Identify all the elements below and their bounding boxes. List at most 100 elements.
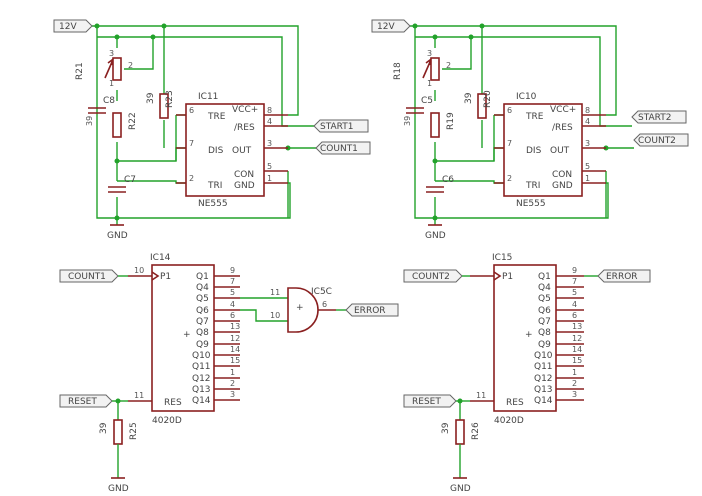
label-r18: R18 bbox=[393, 62, 403, 80]
ic15-out-q14: Q14 bbox=[534, 396, 553, 406]
ic15-center-mark: + bbox=[525, 330, 533, 340]
resistor-r19 bbox=[430, 112, 440, 138]
ic14-outputs: Q1 Q4 Q5 Q6 Q7 Q8 Q9 Q10 Q11 Q12 Q13 Q14 bbox=[192, 272, 211, 406]
counter-ic15 bbox=[493, 264, 557, 412]
gate-center-mark: + bbox=[296, 303, 304, 313]
ic15-out-q4: Q4 bbox=[538, 283, 551, 293]
pin-con: CON bbox=[234, 170, 254, 180]
pin-num-3: 3 bbox=[267, 139, 272, 148]
label-ic14: IC14 bbox=[150, 253, 171, 263]
ic15-pin-p1: P1 bbox=[502, 272, 513, 282]
pin-tri: TRI bbox=[207, 181, 222, 191]
pin2-num-4: 4 bbox=[585, 117, 590, 126]
ic14-pin-p1: P1 bbox=[160, 272, 171, 282]
ic14-num-4: 4 bbox=[230, 300, 235, 309]
pin-gnd-2: GND bbox=[552, 181, 573, 191]
timer-circuit-2: 12V R18 3 2 1 C5 39 R19 R20 39 C6 GND IC… bbox=[371, 19, 689, 241]
gnd-label-1: GND bbox=[107, 231, 128, 241]
ic15-num-2: 2 bbox=[572, 379, 577, 388]
ic14-num-14: 14 bbox=[230, 345, 240, 354]
label-ic10: IC10 bbox=[516, 92, 537, 102]
ic15-out-q11: Q11 bbox=[534, 362, 553, 372]
label-ne555-1: NE555 bbox=[198, 199, 228, 209]
resistor-r25 bbox=[113, 419, 123, 445]
start2-tag bbox=[631, 110, 687, 124]
value-r25: 39 bbox=[99, 422, 109, 434]
start1-label: START1 bbox=[320, 122, 354, 132]
pin-num-4: 4 bbox=[267, 117, 272, 126]
label-c6: C6 bbox=[442, 175, 454, 185]
error-label-1: ERROR bbox=[354, 306, 386, 316]
reset-tag-1 bbox=[59, 394, 113, 408]
pin-num-5: 5 bbox=[267, 162, 272, 171]
supply-12v-tag-2 bbox=[371, 19, 411, 33]
error-tag-1 bbox=[345, 303, 399, 317]
ic14-out-q12: Q12 bbox=[192, 374, 211, 384]
ic15-num-13: 13 bbox=[572, 322, 582, 331]
pot2-pin-1: 1 bbox=[427, 79, 432, 88]
ic14-out-q7: Q7 bbox=[196, 317, 209, 327]
label-ic11: IC11 bbox=[198, 92, 218, 102]
counter-circuit-1: COUNT1 10 P1 RES IC14 4020D + Q1 Q4 Q5 Q… bbox=[59, 253, 399, 494]
ic15-num-15: 15 bbox=[572, 356, 582, 365]
pin-num-8: 8 bbox=[267, 106, 272, 115]
start1-tag bbox=[313, 119, 369, 133]
label-ic5c: IC5C bbox=[311, 287, 332, 297]
gate-pin-10: 10 bbox=[270, 311, 280, 320]
potentiometer-r18 bbox=[430, 57, 440, 81]
ic14-out-q1: Q1 bbox=[196, 272, 209, 282]
ic14-num-15: 15 bbox=[230, 356, 240, 365]
pot-pin-2: 2 bbox=[128, 61, 133, 70]
counter-circuit-2: COUNT2 P1 RES IC15 4020D + Q1 Q4 Q5 Q6 Q… bbox=[403, 253, 651, 494]
ic14-num-6: 6 bbox=[230, 311, 235, 320]
label-r25: R25 bbox=[129, 422, 139, 440]
count1-input-label: COUNT1 bbox=[68, 272, 106, 282]
ic15-num-5: 5 bbox=[572, 288, 577, 297]
pin-dis: DIS bbox=[208, 146, 224, 156]
timer-circuit-1: 12V R21 3 2 1 C8 39 R22 R23 39 C7 GND IC… bbox=[53, 19, 371, 241]
label-r22: R22 bbox=[128, 112, 138, 130]
value-r26: 39 bbox=[441, 422, 451, 434]
ic15-num-3: 3 bbox=[572, 390, 577, 399]
ic14-out-q13: Q13 bbox=[192, 385, 211, 395]
pin-num-2: 2 bbox=[189, 174, 194, 183]
pin-out-2: OUT bbox=[550, 146, 570, 156]
count2-label: COUNT2 bbox=[638, 136, 676, 146]
gnd-label-2: GND bbox=[425, 231, 446, 241]
pin-tre: TRE bbox=[207, 112, 226, 122]
ic15-out-q1: Q1 bbox=[538, 272, 551, 282]
pin2-num-3: 3 bbox=[585, 139, 590, 148]
ic15-outputs: Q1 Q4 Q5 Q6 Q7 Q8 Q9 Q10 Q11 Q12 Q13 Q14 bbox=[534, 272, 553, 406]
ic14-out-q5: Q5 bbox=[196, 294, 209, 304]
pin-con-2: CON bbox=[552, 170, 572, 180]
ic15-num-12: 12 bbox=[572, 334, 582, 343]
pot2-pin-2: 2 bbox=[446, 61, 451, 70]
ic15-out-q13: Q13 bbox=[534, 385, 553, 395]
label-r23: R23 bbox=[165, 90, 175, 108]
ic14-num-7: 7 bbox=[230, 277, 235, 286]
gnd-label-4: GND bbox=[450, 484, 471, 494]
and-gate-ic5c bbox=[287, 287, 319, 333]
ic14-pin-num-10: 10 bbox=[134, 266, 144, 275]
value-r20: 39 bbox=[464, 92, 474, 104]
pin2-num-1: 1 bbox=[585, 174, 590, 183]
reset-label-2: RESET bbox=[412, 397, 441, 407]
ic14-num-12: 12 bbox=[230, 334, 240, 343]
ic14-pin-res: RES bbox=[164, 398, 182, 408]
ne555-ic10 bbox=[503, 103, 583, 197]
ic15-pin-numbers: 9 7 5 4 6 13 12 14 15 1 2 3 bbox=[572, 266, 582, 399]
ic14-pin-numbers: 9 7 5 4 6 13 12 14 15 1 2 3 bbox=[230, 266, 240, 399]
label-c8: C8 bbox=[103, 96, 115, 106]
label-ic15: IC15 bbox=[492, 253, 512, 263]
ic15-out-q6: Q6 bbox=[538, 306, 551, 316]
pin-vcc: VCC+ bbox=[232, 105, 258, 115]
count2-tag bbox=[633, 133, 689, 147]
pin2-num-5: 5 bbox=[585, 162, 590, 171]
potentiometer-r21 bbox=[112, 57, 122, 81]
supply-12v-tag-1 bbox=[53, 19, 93, 33]
ic14-out-q8: Q8 bbox=[196, 328, 209, 338]
ic14-center-mark: + bbox=[183, 330, 191, 340]
ic14-out-q10: Q10 bbox=[192, 351, 211, 361]
pin-num-1: 1 bbox=[267, 174, 272, 183]
ic15-num-14: 14 bbox=[572, 345, 582, 354]
